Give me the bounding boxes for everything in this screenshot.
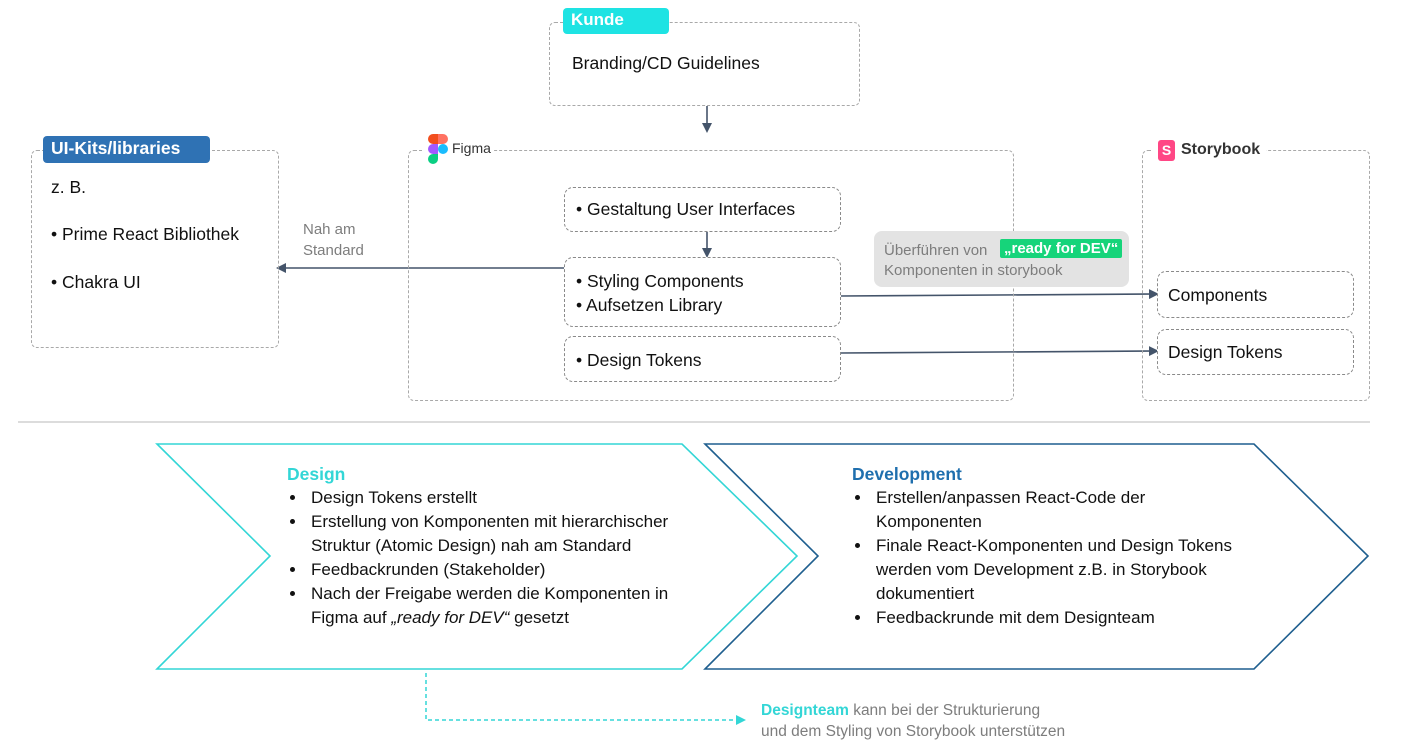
transfer-note-prefix: Überführen von: [884, 242, 988, 259]
arrow-to-components: [840, 289, 1159, 300]
design-phase-list: Design Tokens erstellt Erstellung von Ko…: [287, 486, 707, 630]
designteam-footnote-line2: und dem Styling von Storybook unterstütz…: [761, 723, 1066, 740]
design-chevron: [155, 443, 799, 670]
design-phase-bullet-post: gesetzt: [509, 608, 569, 627]
ready-for-dev-badge: „ready for DEV“: [1000, 239, 1123, 258]
figma-library-text: Aufsetzen Library: [576, 295, 722, 316]
design-phase-bullet: Feedbackrunden (Stakeholder): [307, 558, 707, 582]
nah-am-standard-label: Standard: [303, 242, 364, 259]
designteam-highlight: Designteam: [761, 702, 849, 719]
designteam-footnote-rest: kann bei der Strukturierung: [853, 702, 1041, 719]
storybook-label: Storybook: [1181, 141, 1261, 158]
design-phase-bullet-em: „ready for DEV“: [391, 608, 510, 627]
ui-kits-item: Chakra UI: [51, 272, 141, 293]
designteam-footnote: Designteam kann bei der Strukturierung: [761, 702, 1040, 720]
design-phase-bullet: Erstellung von Komponenten mit hierarchi…: [307, 510, 707, 558]
design-phase-bullet: Nach der Freigabe werden die Komponenten…: [307, 582, 707, 630]
transfer-note-line2: Komponenten in storybook: [884, 262, 1063, 279]
storybook-components-text: Components: [1168, 285, 1268, 305]
kunde-box: [549, 22, 860, 106]
kunde-text: Branding/CD Guidelines: [572, 53, 760, 73]
design-phase-content: Design Design Tokens erstellt Erstellung…: [287, 462, 707, 630]
arrow-to-design-tokens: [840, 346, 1159, 357]
development-phase-bullet: Erstellen/anpassen React-Code der Kompon…: [872, 486, 1232, 534]
development-phase-bullet: Finale React-Komponenten und Design Toke…: [872, 534, 1232, 606]
figma-label: Figma: [452, 140, 491, 156]
storybook-components-box: [1157, 271, 1354, 318]
storybook-tokens-text: Design Tokens: [1168, 342, 1283, 362]
nah-am-standard-label: Nah am: [303, 221, 356, 238]
designteam-connector: [425, 673, 746, 725]
design-phase-title: Design: [287, 464, 346, 484]
development-chevron: [703, 443, 1370, 670]
ui-kits-intro: z. B.: [51, 177, 87, 197]
development-phase-bullet: Feedbackrunde mit dem Designteam: [872, 606, 1232, 630]
figma-styling-box: [564, 257, 841, 327]
storybook-tokens-box: [1157, 329, 1354, 375]
ui-kits-item: Prime React Bibliothek: [51, 224, 239, 245]
design-phase-bullet-pre: Nach der Freigabe werden die Komponenten…: [311, 584, 669, 627]
kunde-tag: Kunde: [563, 8, 669, 34]
development-phase-title: Development: [852, 464, 962, 484]
development-phase-list: Erstellen/anpassen React-Code der Kompon…: [852, 486, 1232, 630]
development-phase-content: Development Erstellen/anpassen React-Cod…: [852, 462, 1232, 630]
figma-styling-text: Styling Components: [576, 271, 744, 292]
figma-tokens-text: Design Tokens: [576, 350, 701, 371]
ui-kits-tag: UI-Kits/libraries: [43, 136, 210, 163]
storybook-logo-icon: S: [1158, 140, 1175, 161]
figma-gestaltung-text: Gestaltung User Interfaces: [576, 199, 795, 220]
figma-logo-icon: [428, 134, 448, 164]
design-phase-bullet: Design Tokens erstellt: [307, 486, 707, 510]
